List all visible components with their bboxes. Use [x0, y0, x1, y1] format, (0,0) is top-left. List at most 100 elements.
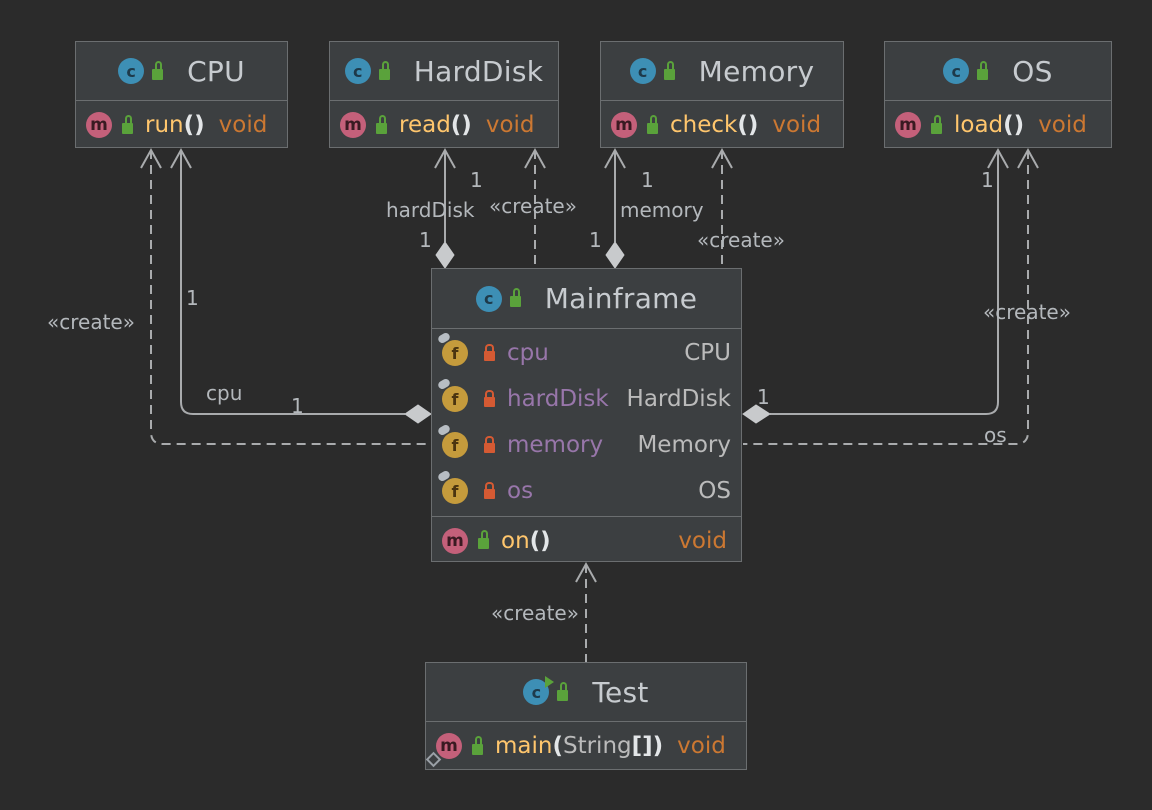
class-icon: c: [943, 58, 970, 84]
method-icon: m: [442, 527, 468, 554]
class-header: c Memory: [601, 42, 843, 101]
field-type: Memory: [637, 432, 731, 458]
method-row[interactable]: m load() void: [885, 101, 1111, 149]
class-os[interactable]: c OS m load() void: [884, 41, 1112, 148]
private-lock-icon: [484, 390, 495, 407]
return-type: void: [485, 112, 535, 138]
os-multiplicity-top: 1: [981, 168, 994, 192]
memory-arrowhead: [604, 147, 626, 169]
os-composition-diamond: [742, 404, 771, 424]
public-lock-icon: [647, 114, 658, 134]
paren-close: ): [652, 733, 664, 759]
harddisk-composition-diamond: [435, 241, 455, 269]
memory-role-label: memory: [620, 198, 704, 222]
method-name: main: [495, 733, 553, 759]
class-mainframe[interactable]: c Mainframe f cpu CPU f hardDisk HardDis…: [431, 268, 742, 562]
cpu-create-line: [150, 150, 431, 445]
runnable-class-icon: c: [523, 676, 555, 705]
cpu-multiplicity-bottom: 1: [291, 394, 304, 418]
class-test[interactable]: c Test m main(String[]) void: [425, 662, 747, 770]
return-type: void: [218, 112, 268, 138]
harddisk-arrowhead: [434, 147, 456, 169]
cpu-composition-diamond: [404, 404, 432, 424]
field-row[interactable]: f cpu CPU: [432, 330, 741, 376]
public-lock-icon: [509, 288, 521, 307]
public-lock-icon: [376, 114, 387, 134]
class-memory[interactable]: c Memory m check() void: [600, 41, 844, 148]
public-lock-icon: [557, 681, 569, 701]
os-create-label: «create»: [983, 300, 1071, 324]
field-name: hardDisk: [507, 386, 609, 412]
public-lock-icon: [931, 114, 942, 134]
class-name: CPU: [187, 54, 245, 88]
test-create-label: «create»: [491, 601, 579, 625]
field-name: os: [507, 478, 534, 504]
field-icon: f: [436, 469, 468, 504]
pin-icon: [436, 469, 452, 483]
os-multiplicity-bottom: 1: [757, 385, 770, 409]
test-create-arrowhead: [575, 561, 597, 583]
method-parens: (): [529, 527, 551, 554]
static-method-icon: m: [425, 733, 462, 768]
memory-create-label: «create»: [697, 228, 785, 252]
class-icon: c: [475, 285, 502, 312]
field-name: cpu: [507, 340, 549, 366]
cpu-create-arrowhead: [140, 147, 162, 169]
field-row[interactable]: f memory Memory: [432, 422, 741, 468]
public-lock-icon: [478, 530, 489, 549]
return-type: void: [772, 112, 822, 138]
method-name: on: [501, 527, 530, 554]
class-name: OS: [1012, 54, 1053, 88]
class-name: Test: [592, 675, 649, 709]
public-lock-icon: [663, 60, 675, 80]
method-parens: (): [737, 112, 759, 138]
os-create-line: [743, 150, 1029, 445]
field-icon: f: [436, 423, 468, 458]
field-name: memory: [507, 432, 604, 458]
cpu-multiplicity-top: 1: [186, 286, 199, 310]
method-name: run: [145, 112, 184, 138]
method-row[interactable]: m run() void: [76, 101, 287, 149]
class-name: HardDisk: [413, 54, 544, 88]
harddisk-multiplicity-top: 1: [470, 168, 483, 192]
class-icon: c: [118, 58, 145, 84]
field-row[interactable]: f os OS: [432, 468, 741, 514]
pin-icon: [436, 423, 452, 437]
public-lock-icon: [152, 60, 164, 80]
class-header: c HardDisk: [330, 42, 558, 101]
harddisk-create-label: «create»: [489, 194, 577, 218]
method-name: check: [670, 112, 738, 138]
cpu-role-label: cpu: [206, 381, 242, 405]
method-param-type: String: [562, 733, 632, 759]
field-icon: f: [436, 377, 468, 412]
private-lock-icon: [484, 436, 495, 453]
method-icon: m: [895, 112, 921, 138]
method-name: load: [954, 112, 1004, 138]
paren-open: (: [552, 733, 563, 759]
os-composition-line: [770, 150, 999, 415]
class-header: c CPU: [76, 42, 287, 101]
class-header: c Test: [426, 663, 746, 722]
memory-multiplicity-bottom: 1: [589, 228, 602, 252]
class-cpu[interactable]: c CPU m run() void: [75, 41, 288, 148]
field-icon: f: [436, 331, 468, 366]
static-marker-icon: [425, 751, 442, 768]
method-parens: (): [1003, 112, 1025, 138]
cpu-arrowhead: [170, 147, 192, 169]
method-row[interactable]: m main(String[]) void: [425, 722, 746, 770]
os-create-arrowhead: [1017, 147, 1039, 169]
memory-composition-diamond: [605, 241, 625, 269]
method-row[interactable]: m on() void: [432, 516, 741, 564]
method-row[interactable]: m read() void: [330, 101, 558, 149]
fields-section: f cpu CPU f hardDisk HardDisk f memory M…: [432, 329, 741, 514]
field-type: HardDisk: [626, 386, 731, 412]
class-harddisk[interactable]: c HardDisk m read() void: [329, 41, 559, 148]
harddisk-create-arrowhead: [524, 147, 546, 169]
run-triangle-icon: [545, 676, 555, 688]
harddisk-multiplicity-bottom: 1: [419, 228, 432, 252]
harddisk-role-label: hardDisk: [386, 198, 475, 222]
method-icon: m: [340, 112, 366, 138]
method-parens: (): [183, 112, 205, 138]
method-row[interactable]: m check() void: [601, 101, 843, 149]
field-row[interactable]: f hardDisk HardDisk: [432, 376, 741, 422]
